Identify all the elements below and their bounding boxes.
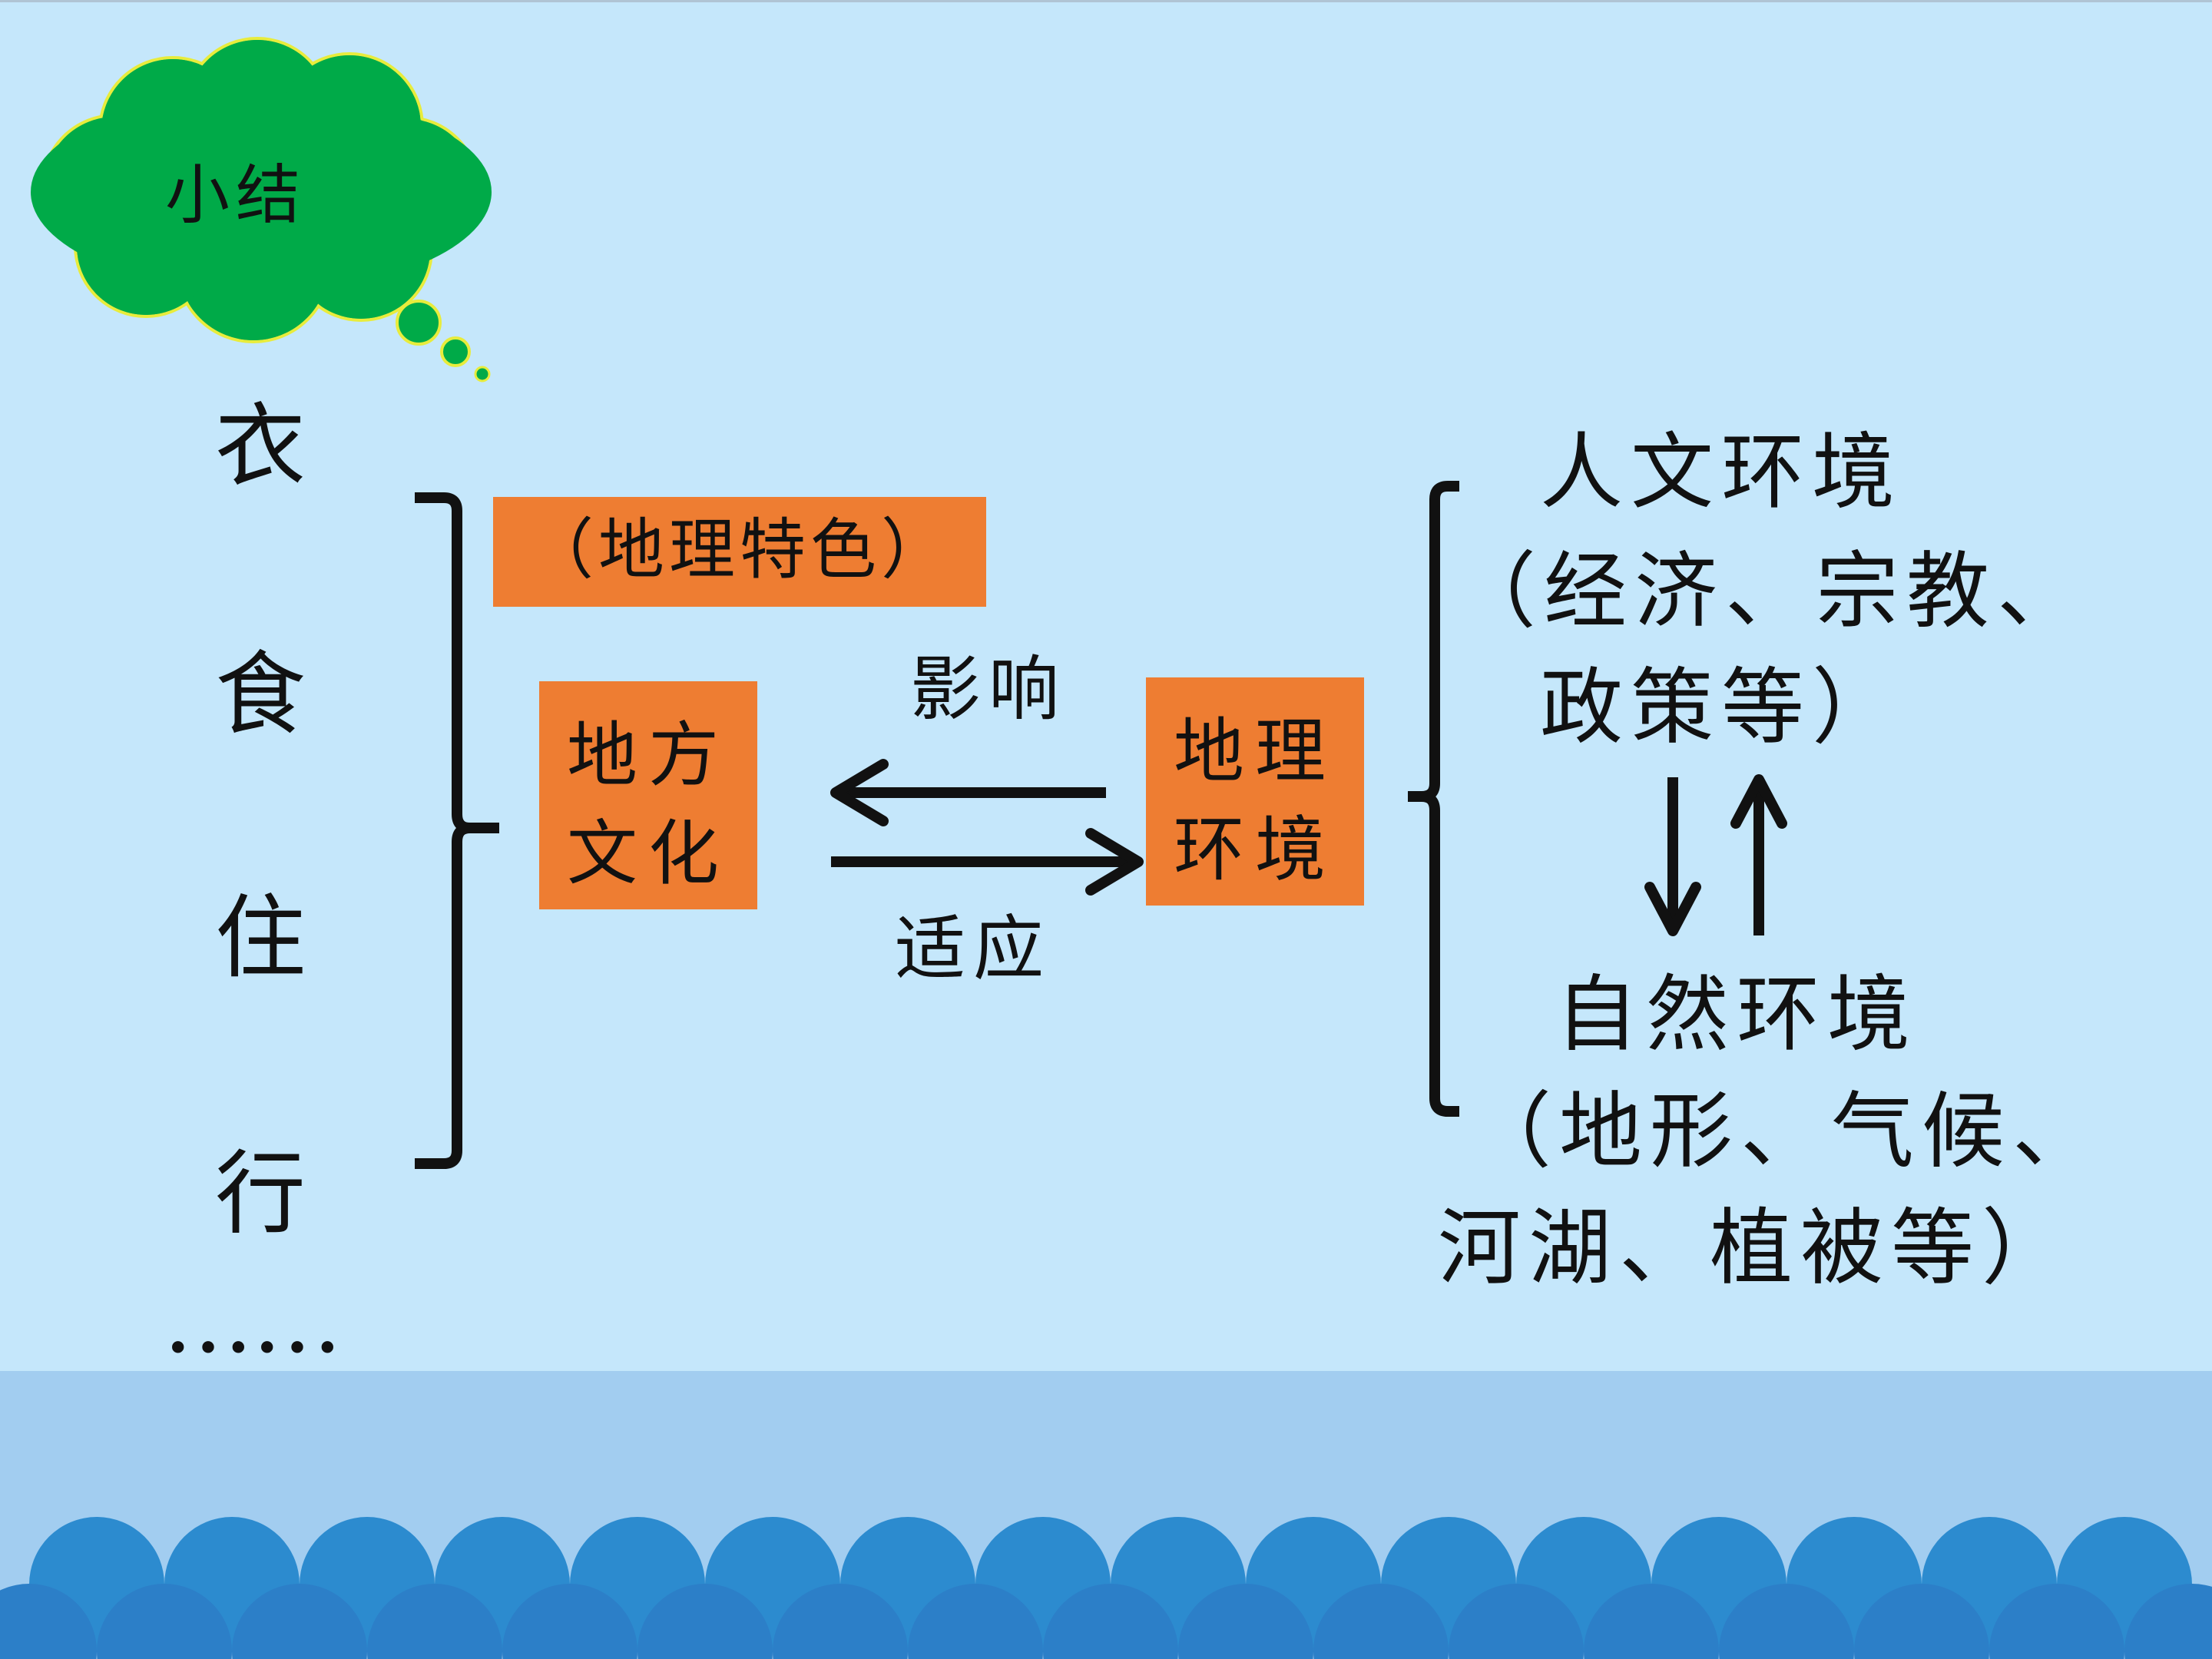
travel-label: 行: [215, 1141, 306, 1247]
cloud-bubble-small: [474, 366, 491, 382]
ellipsis-label: ……: [163, 1267, 343, 1373]
wave-scallop: [1989, 1584, 2124, 1659]
human-environment-detail-line1: （经济、宗教、: [1453, 544, 2088, 640]
wave-scallop: [1043, 1584, 1178, 1659]
wave-scallop: [232, 1584, 367, 1659]
wave-scallop: [1584, 1584, 1719, 1659]
natural-environment-detail-line1: （地形、气候、: [1469, 1084, 2104, 1180]
local-culture-box: 地方 文化: [539, 681, 757, 909]
food-label: 食: [215, 641, 306, 747]
influence-label: 影响: [910, 648, 1068, 730]
summary-title: 小结: [165, 157, 307, 233]
top-edge-line: [0, 0, 2212, 2]
human-environment-title: 人文环境: [1540, 425, 1903, 521]
waves-front-row: [0, 1584, 2212, 1659]
natural-environment-title: 自然环境: [1555, 967, 1919, 1063]
human-environment-detail-line2: 政策等）: [1540, 660, 1903, 756]
wave-scallop: [0, 1584, 97, 1659]
right-brace-left-group: [415, 492, 499, 1169]
cloud-bubble-large: [396, 300, 442, 346]
geo-environment-box: 地理 环境: [1146, 677, 1364, 906]
geo-feature-label: （地理特色）: [528, 512, 952, 588]
cloud-bubble-medium: [440, 336, 471, 367]
geo-environment-line1: 地理: [1173, 710, 1336, 793]
left-brace-right-group: [1408, 481, 1459, 1117]
influence-arrowhead: [830, 759, 889, 826]
wave-scallop: [367, 1584, 502, 1659]
wave-scallop: [1313, 1584, 1449, 1659]
wave-scallop: [637, 1584, 773, 1659]
wave-scallop: [1719, 1584, 1854, 1659]
up-arrowhead: [1730, 774, 1787, 829]
housing-label: 住: [215, 885, 306, 991]
adapt-arrowhead: [1085, 828, 1144, 896]
wave-scallop: [773, 1584, 908, 1659]
wave-scallop: [908, 1584, 1043, 1659]
adapt-label: 适应: [895, 908, 1052, 990]
wave-scallop: [2124, 1584, 2212, 1659]
geo-environment-line2: 环境: [1173, 809, 1336, 891]
geo-feature-box: （地理特色）: [493, 497, 986, 607]
wave-scallop: [1854, 1584, 1989, 1659]
clothing-label: 衣: [215, 393, 306, 499]
down-arrowhead: [1644, 882, 1701, 936]
wave-scallop: [1449, 1584, 1584, 1659]
wave-scallop: [97, 1584, 232, 1659]
wave-scallop: [1178, 1584, 1313, 1659]
natural-environment-detail-line2: 河湖、植被等）: [1438, 1200, 2073, 1296]
wave-scallop: [502, 1584, 637, 1659]
local-culture-line2: 文化: [566, 813, 730, 895]
local-culture-line1: 地方: [566, 714, 730, 796]
